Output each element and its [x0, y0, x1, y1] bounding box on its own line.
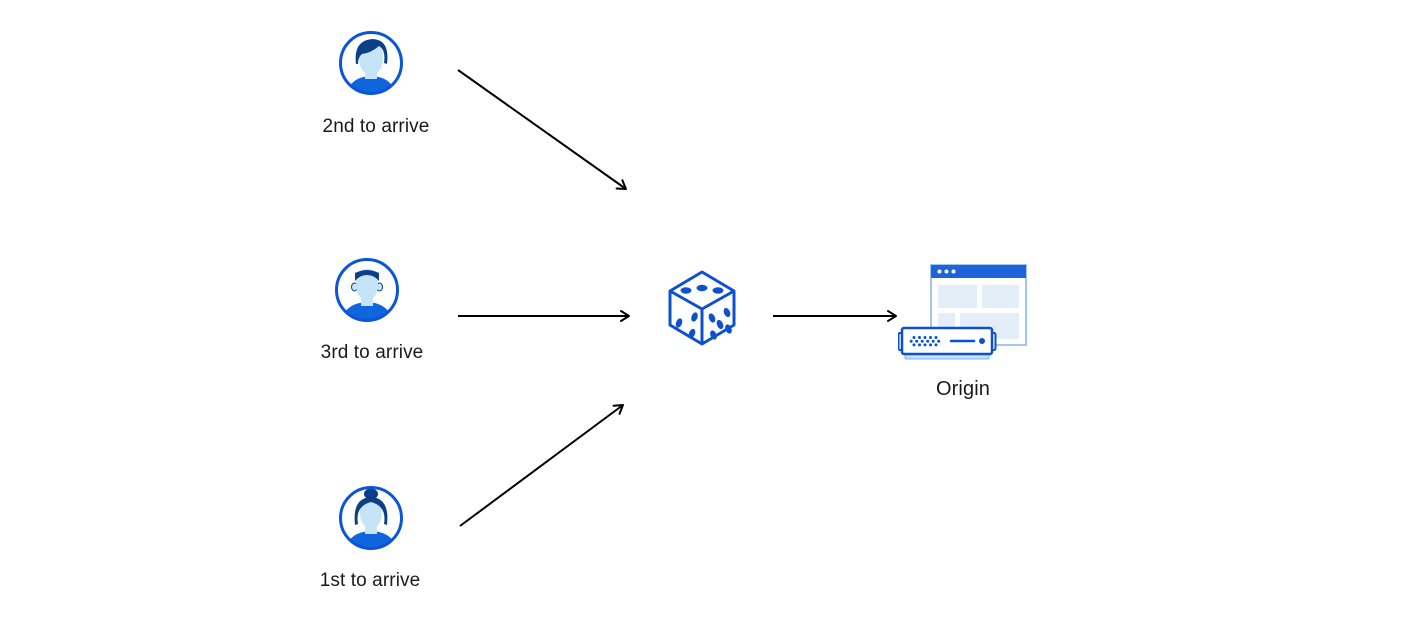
origin-server-icon [898, 264, 1027, 360]
user-avatar-icon [339, 486, 403, 550]
client-node-third [334, 257, 400, 323]
client-node-first [338, 485, 404, 551]
origin-node [898, 264, 1028, 364]
dice-icon [668, 270, 736, 346]
client-node-second [338, 30, 404, 96]
client-label-first: 1st to arrive [319, 570, 421, 591]
arrow-client2-to-dice [457, 69, 627, 190]
user-avatar-icon [335, 258, 399, 322]
user-avatar-icon [339, 31, 403, 95]
selector-node [667, 269, 737, 347]
origin-label: Origin [936, 378, 990, 400]
client-label-second: 2nd to arrive [322, 116, 430, 137]
arrow-client1-to-dice [459, 404, 624, 527]
client-label-third: 3rd to arrive [320, 342, 424, 363]
